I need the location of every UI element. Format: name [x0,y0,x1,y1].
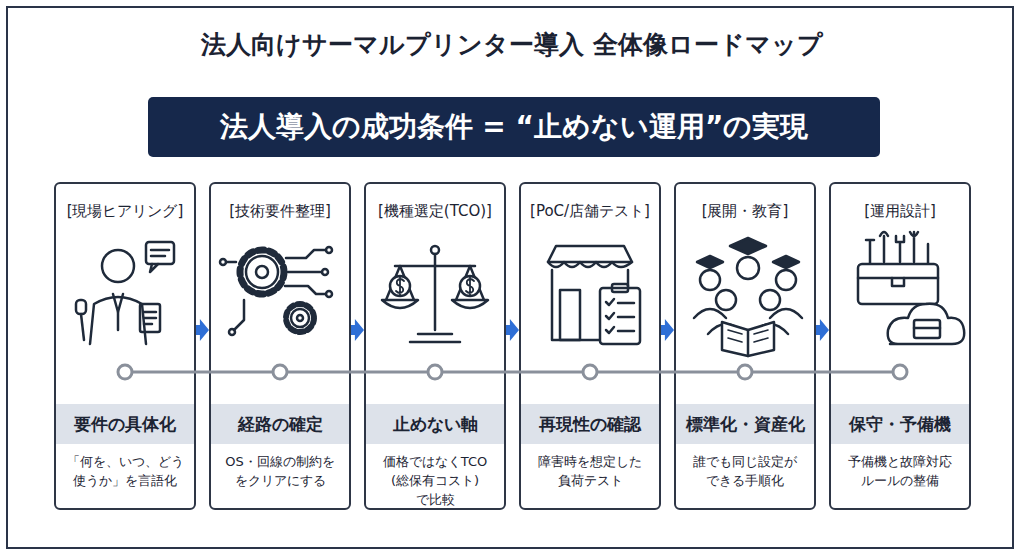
phase-heading: [機種選定(TCO)] [366,202,504,221]
phase-card: [展開・教育] 誰でも同じ設定が できる手順化 標準化・資産化 [674,182,816,510]
flow-arrow [351,319,364,341]
band-label: 保守・予備機 [849,413,951,436]
flow-arrow [196,319,209,341]
phase-heading: [展開・教育] [676,202,814,221]
phase-description: 障害時を想定した 負荷テスト [527,452,653,490]
band-label: 要件の具体化 [74,413,176,436]
phase-heading: [現場ヒアリング] [56,202,194,221]
phase-band: 止めない軸 [366,404,504,444]
banner-text: 法人導入の成功条件 = “止めない運用”の実現 [220,108,809,146]
flow-arrow [506,319,519,341]
phase-description: 誰でも同じ設定が できる手順化 [682,452,808,490]
phase-heading: [PoC/店舗テスト] [521,202,659,221]
diagram-title: 法人向けサーマルプリンター導入 全体像ロードマップ [0,28,1024,61]
goal-banner: 法人導入の成功条件 = “止めない運用”の実現 [148,97,880,157]
phase-card: [現場ヒアリング] 「何を、いつ、どう 使うか」を言語化 要件の具体化 [54,182,196,510]
phase-band: 経路の確定 [211,404,349,444]
phase-card: [運用設計] 予備機と故障対応 ルールの整備 保守・予備機 [829,182,971,510]
phase-card: [PoC/店舗テスト] 障害時を想定した 負荷テスト 再現性の確認 [519,182,661,510]
phase-band: 再現性の確認 [521,404,659,444]
band-label: 再現性の確認 [539,413,641,436]
band-label: 標準化・資産化 [686,413,805,436]
phase-description: 価格ではなくTCO (総保有コスト)で比較 [372,452,498,509]
phase-band: 保守・予備機 [831,404,969,444]
phase-heading: [運用設計] [831,202,969,221]
phase-description: 予備機と故障対応 ルールの整備 [837,452,963,490]
phase-card: [機種選定(TCO)] 価格ではなくTCO (総保有コスト)で比較 止めない軸 [364,182,506,510]
phase-card: [技術要件整理] OS・回線の制約を をクリアにする 経路の確定 [209,182,351,510]
band-label: 経路の確定 [238,413,323,436]
flow-arrow [816,319,829,341]
phase-band: 標準化・資産化 [676,404,814,444]
band-label: 止めない軸 [393,413,478,436]
flow-arrow [661,319,674,341]
phase-description: OS・回線の制約を をクリアにする [217,452,343,490]
phase-heading: [技術要件整理] [211,202,349,221]
phase-band: 要件の具体化 [56,404,194,444]
phase-description: 「何を、いつ、どう 使うか」を言語化 [62,452,188,490]
